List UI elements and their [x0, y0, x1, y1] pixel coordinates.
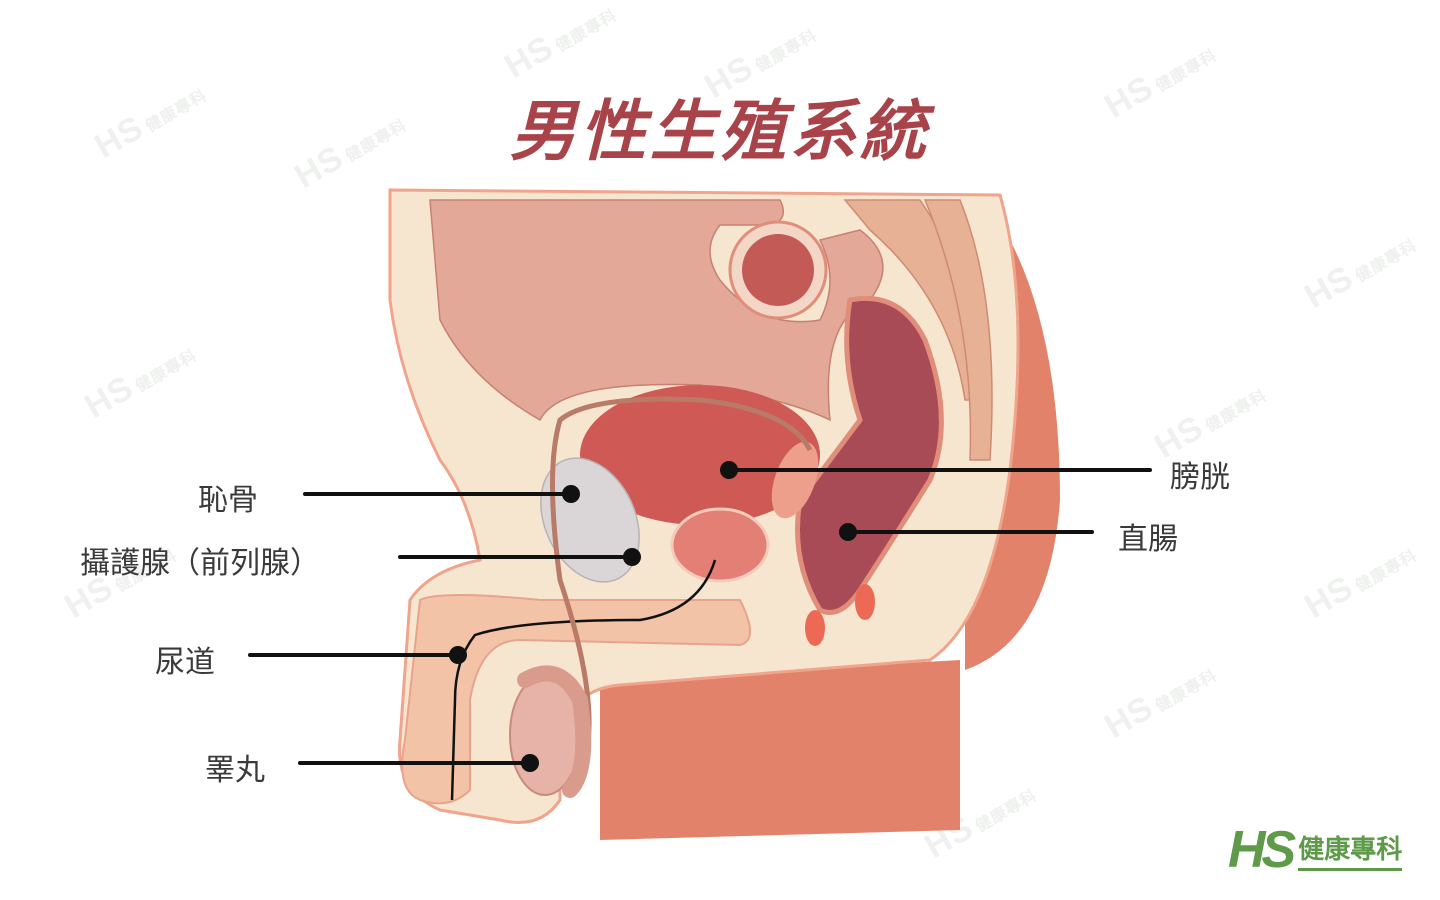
logo-mark: HS — [1228, 821, 1296, 879]
label-bladder: 膀胱 — [1170, 460, 1230, 495]
epididymis — [517, 665, 592, 798]
prostate — [670, 507, 770, 583]
label-pubic-bone: 恥骨 — [198, 483, 258, 518]
leader-lines — [248, 468, 1152, 765]
vas-deferens — [550, 396, 813, 761]
label-rectum: 直腸 — [1118, 522, 1178, 557]
label-prostate: 攝護腺（前列腺） — [80, 546, 320, 581]
seminal-vesicle — [771, 441, 819, 519]
body-flesh — [600, 660, 960, 840]
penis — [401, 594, 751, 805]
bladder — [580, 385, 820, 525]
brand-logo: HS 健康專科 — [1228, 820, 1403, 880]
rectum — [795, 295, 944, 615]
logo-text: 健康專科 — [1298, 829, 1403, 871]
page-title: 男性生殖系統 — [510, 93, 930, 170]
label-testis: 睪丸 — [205, 753, 265, 788]
coccyx — [923, 199, 993, 461]
label-urethra: 尿道 — [155, 645, 215, 680]
leader-dots — [449, 461, 857, 772]
